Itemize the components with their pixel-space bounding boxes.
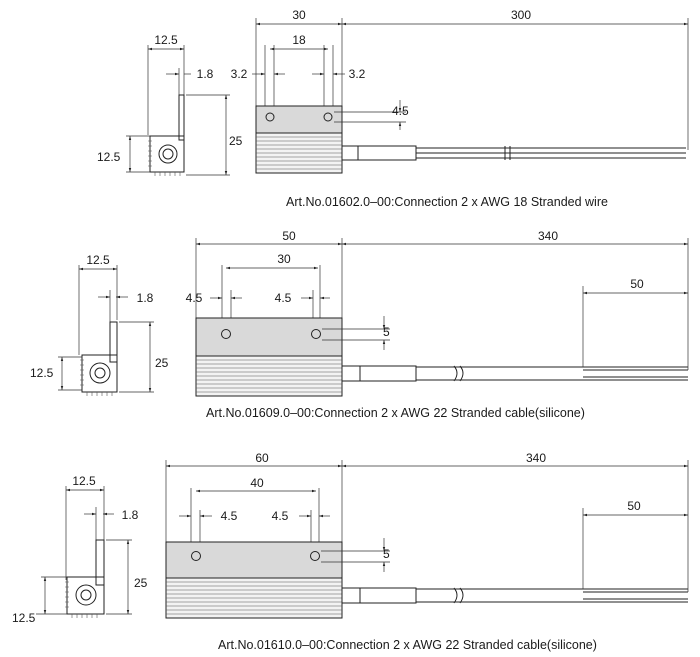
front-length-label: 50 [282,229,296,243]
side-view-3: 12.5 1.8 25 12.5 [12,474,148,625]
bracket-fins [80,359,113,396]
cable-sleeve [357,145,417,161]
side-base-label: 12.5 [30,366,54,380]
cable-sleeve [359,587,417,604]
cable-length-label: 340 [526,451,546,465]
bracket-body [66,576,105,615]
hole-spacing-label: 30 [277,252,291,266]
caption-2: Art.No.01609.0–00:Connection 2 x AWG 22 … [206,406,585,420]
side-base-label: 12.5 [97,150,121,164]
mount-hole-inner [162,148,174,160]
cable-wires [416,147,686,159]
mount-hole [158,144,178,164]
mount-hole-right [310,551,320,561]
strip-length-label: 50 [627,499,641,513]
hole-right-label: 4.5 [275,291,292,305]
hole-right-label: 3.2 [349,67,366,81]
side-height-label: 25 [134,576,148,590]
mount-hole-inner [80,589,92,601]
cable-break [453,587,464,604]
cable-wires [583,588,688,603]
cable-break [504,146,511,160]
cable-jacket [416,588,583,603]
caption-3: Art.No.01610.0–00:Connection 2 x AWG 22 … [218,638,597,652]
mount-hole [89,362,111,384]
bracket-body [81,354,118,393]
front-length-label: 60 [255,451,269,465]
hole-left-label: 4.5 [186,291,203,305]
front-view-2: 50 30 4.5 4.5 5 [186,229,689,397]
mount-hole-left [191,551,201,561]
housing-fins [196,359,342,393]
bracket-flange [178,94,185,141]
cable-boot [341,145,359,161]
side-offset-label: 1.8 [137,291,154,305]
side-height-label: 25 [229,134,243,148]
drawing-01609: 12.5 1.8 25 12.5 50 [30,229,689,420]
hole-height-label: 5 [383,325,390,339]
front-length-label: 30 [292,8,306,22]
side-width-label: 12.5 [72,474,96,488]
side-offset-label: 1.8 [197,67,214,81]
side-width-label: 12.5 [154,33,178,47]
cable-length-label: 300 [511,8,531,22]
drawing-01610: 12.5 1.8 25 12.5 60 [12,451,689,652]
hole-left-label: 3.2 [231,67,248,81]
housing-top [255,105,343,134]
cable-boot [341,587,361,604]
strip-length-label: 50 [630,277,644,291]
cable-sleeve [359,365,417,382]
housing-fins [256,136,342,170]
housing-fins [166,581,342,615]
mount-hole-left [221,329,231,339]
front-view-3: 60 40 4.5 4.5 5 [165,451,689,619]
mount-hole-right [311,329,321,339]
mount-hole-left [265,112,275,122]
bracket-flange [109,321,118,363]
front-view-1: 30 18 3.2 3.2 4.5 [231,8,689,174]
side-offset-label: 1.8 [122,508,139,522]
hole-spacing-label: 40 [250,476,264,490]
side-base-label: 12.5 [12,611,36,625]
side-view-1: 12.5 1.8 25 12.5 [97,33,243,176]
bracket-body [149,135,185,173]
side-view-2: 12.5 1.8 25 12.5 [30,253,169,396]
bracket-fins [65,581,98,618]
drawing-01602: 12.5 1.8 25 12.5 30 [97,8,689,209]
cable-length-label: 340 [538,229,558,243]
hole-right-label: 4.5 [272,509,289,523]
side-width-label: 12.5 [86,253,110,267]
hole-spacing-label: 18 [292,33,306,47]
housing-top [195,317,343,357]
hole-height-label: 5 [383,547,390,561]
cable-jacket [416,366,583,381]
bracket-flange [95,539,105,586]
mount-hole [75,584,97,606]
cable-break [453,365,464,382]
cable-wires [583,366,688,381]
side-height-label: 25 [155,356,169,370]
mount-hole-inner [94,367,106,379]
mount-hole-right [323,112,333,122]
cable-boot [341,365,361,382]
bracket-fins [148,140,181,176]
hole-height-label: 4.5 [392,104,409,118]
hole-left-label: 4.5 [221,509,238,523]
caption-1: Art.No.01602.0–00:Connection 2 x AWG 18 … [286,195,608,209]
